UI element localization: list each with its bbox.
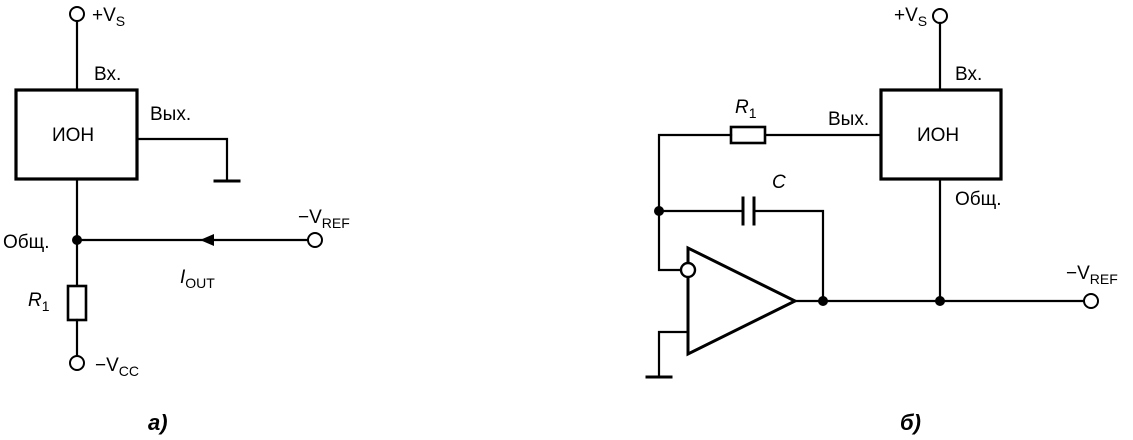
caption-b: б) <box>900 410 921 435</box>
in-label-b: Вх. <box>955 64 982 85</box>
circuit-b: +VS Вх. ИОН Вых. Общ. R1 C −VREF б) <box>645 5 1118 435</box>
vref-terminal-a <box>307 232 323 248</box>
r1-wire-left-b <box>657 133 733 272</box>
in-label-a: Вх. <box>94 64 121 85</box>
vref-label-b: −VREF <box>1066 263 1118 287</box>
vs-label-b: +VS <box>894 5 927 29</box>
vs-label-a: +VS <box>92 5 125 29</box>
vcc-label-a: −VCC <box>95 355 139 379</box>
com-node-b <box>935 296 945 306</box>
noninv-wire-b <box>657 330 690 378</box>
iout-label-a: IOUT <box>180 267 215 291</box>
vcc-terminal-a <box>69 355 85 371</box>
current-arrow-a <box>200 234 214 246</box>
out-label-a: Вых. <box>150 104 191 125</box>
com-label-b: Общ. <box>955 189 1002 210</box>
cap-wire-right-b <box>752 209 825 303</box>
ic-label-b: ИОН <box>917 125 959 146</box>
vs-terminal-a <box>69 6 85 22</box>
vref-terminal-b <box>1083 293 1099 309</box>
r1-label-b: R1 <box>735 97 757 121</box>
output-node-b <box>818 296 828 306</box>
com-label-a: Общ. <box>3 232 50 253</box>
r1-label-a: R1 <box>28 290 50 314</box>
r1-resistor-a <box>66 284 88 322</box>
caption-a: а) <box>148 410 168 435</box>
vs-terminal-b <box>932 8 948 24</box>
vref-label-a: −VREF <box>298 207 350 231</box>
circuit-a: +VS Вх. ИОН Вых. Общ. −VREF IOUT R1 −VCC… <box>3 5 350 435</box>
opamp-triangle-b <box>686 245 799 357</box>
out-wire-a <box>135 137 229 182</box>
out-label-b: Вых. <box>828 109 869 130</box>
inverting-input-b <box>679 261 697 279</box>
r1-resistor-b <box>729 125 767 145</box>
c-label-b: C <box>772 172 786 193</box>
ic-label-a: ИОН <box>52 125 94 146</box>
reference-ic-b <box>879 88 1003 181</box>
